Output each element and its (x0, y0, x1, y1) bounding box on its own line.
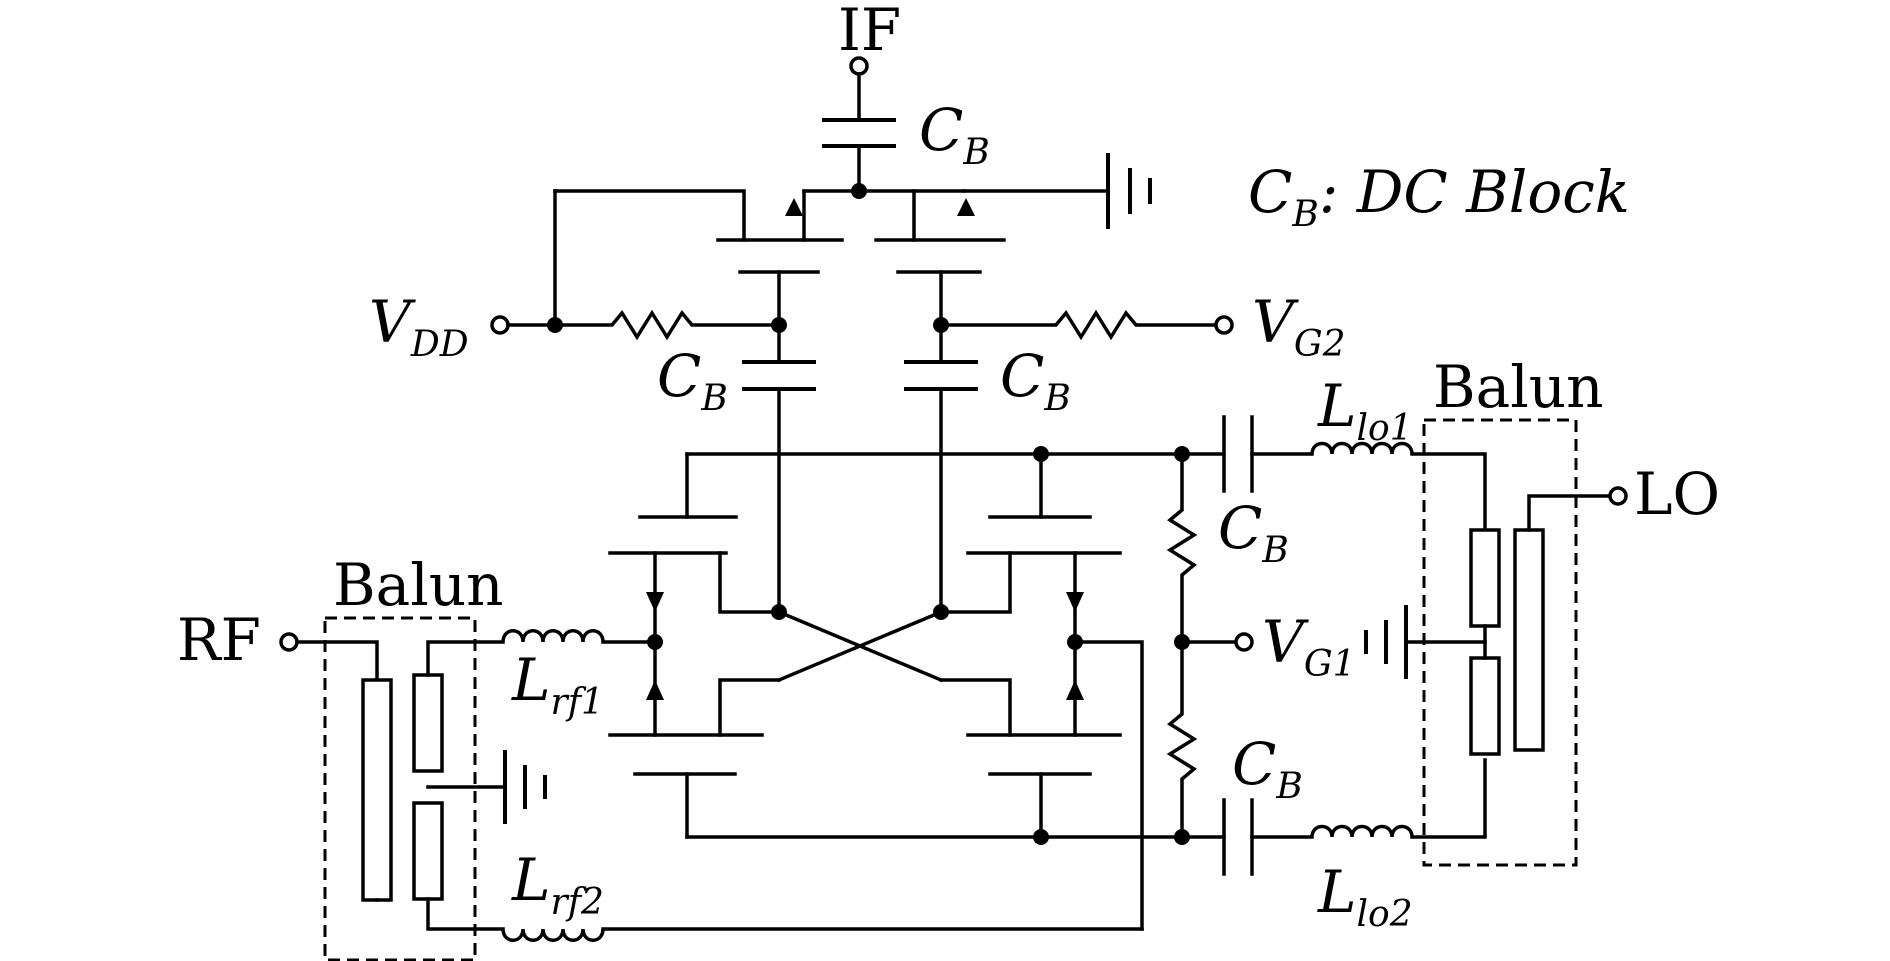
vg1-terminal (1234, 632, 1254, 652)
lrf1-label: Lrf1 (511, 646, 604, 723)
lo-balun-line (1513, 528, 1545, 752)
lo-terminal (1608, 486, 1628, 506)
vg2-terminal (1214, 315, 1234, 335)
core-node-left (771, 604, 787, 620)
mixer-core (608, 515, 1144, 931)
vg1-label: VG1 (1262, 608, 1356, 685)
core-arrow-ur-icon (1066, 592, 1084, 612)
cap-label-left: CB (657, 342, 728, 419)
vdd-node (547, 317, 563, 333)
lo-balun: LO Balun (1364, 353, 1720, 867)
if-label: IF (838, 0, 901, 64)
lo-balun-label: Balun (1433, 353, 1603, 421)
legend: CB: DC Block (1248, 158, 1630, 235)
vdd-terminal (490, 315, 510, 335)
lo-label: LO (1634, 460, 1720, 528)
core-node-right (933, 604, 949, 620)
core-arrow-ul-icon (646, 592, 664, 612)
cap-label-right: CB (1000, 342, 1071, 419)
lo-top-bus: Llo1 CB (685, 372, 1487, 571)
lo-balun-box (1422, 418, 1578, 867)
vg2-label: VG2 (1252, 288, 1346, 365)
q4-arrow-icon (957, 198, 975, 216)
rf-balun-res-bottom (412, 801, 444, 901)
cb-lo-bottom-label: CB (1232, 730, 1303, 807)
vdd-label: VDD (369, 288, 469, 365)
rf-balun-res-top (412, 673, 444, 773)
rf-balun-line (361, 678, 393, 902)
core-arrow-ll-icon (646, 680, 664, 700)
transistor-q4 (874, 189, 1110, 327)
gate-coupling-caps: CB CB CB (657, 96, 1071, 614)
transistor-q3 (553, 189, 844, 327)
cap-label-if: CB (919, 96, 990, 173)
if-output-stage (802, 56, 966, 199)
vg2-bias: VG2 (933, 288, 1346, 365)
lo-balun-res-bottom (1469, 656, 1501, 756)
lo-bus-node-1 (1033, 446, 1049, 462)
vg1-bias: VG1 (1166, 452, 1356, 839)
rf-balun-label: Balun (333, 551, 503, 619)
cb-lo-top-label: CB (1218, 494, 1289, 571)
llo2-label: Llo2 (1317, 858, 1413, 935)
lrf2-label: Lrf2 (511, 846, 604, 923)
vdd-bias: VDD (369, 189, 787, 365)
llo1-label: Llo1 (1317, 372, 1413, 449)
core-arrow-lr-icon (1066, 680, 1084, 700)
lo-bus-node-3 (1033, 829, 1049, 845)
vg1-node (1174, 634, 1190, 650)
rf-terminal (279, 632, 299, 652)
lo-balun-res-top (1469, 528, 1501, 628)
lo-bottom-bus: Llo2 CB (685, 730, 1487, 935)
rf-balun-box (323, 616, 477, 961)
q3-arrow-icon (785, 198, 803, 216)
rf-input: RF Balun Lrf1 Lrf2 (177, 551, 1144, 961)
rf-label: RF (177, 606, 261, 674)
ground-icon-top (1106, 153, 1152, 229)
